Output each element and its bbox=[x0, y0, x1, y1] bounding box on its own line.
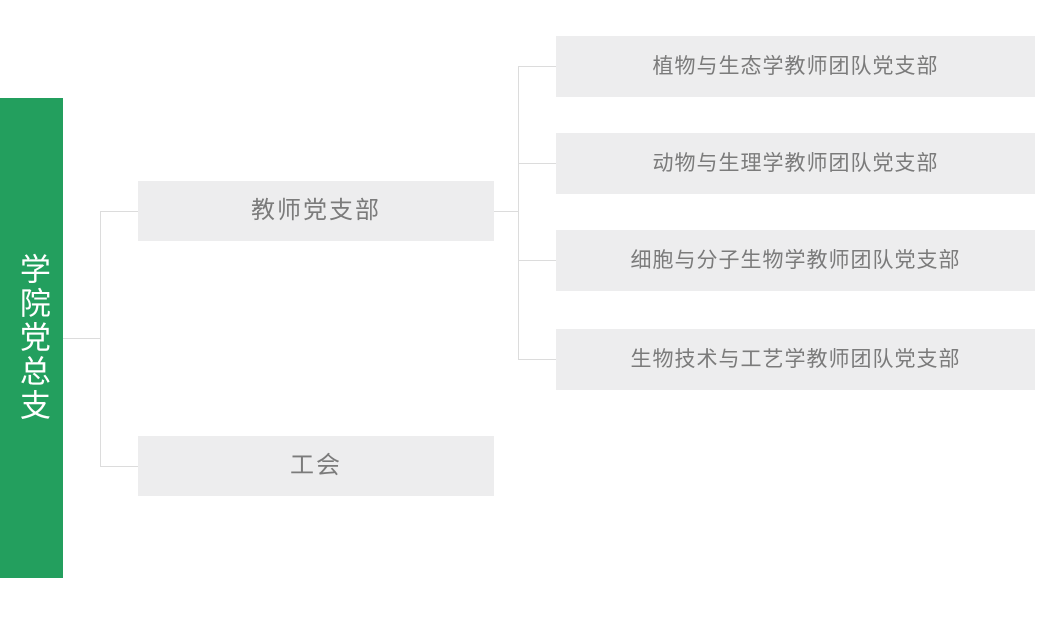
connector-spine-level2 bbox=[100, 211, 101, 467]
connector-spine-to-leaf-4 bbox=[518, 359, 556, 360]
connector-spine-to-leaf-2 bbox=[518, 163, 556, 164]
connector-spine-to-leaf-1 bbox=[518, 66, 556, 67]
node-biotechnology-branch[interactable]: 生物技术与工艺学教师团队党支部 bbox=[556, 329, 1035, 390]
root-node-label: 学院党总支 bbox=[14, 253, 50, 423]
node-animal-physiology-branch[interactable]: 动物与生理学教师团队党支部 bbox=[556, 133, 1035, 194]
node-plant-ecology-branch[interactable]: 植物与生态学教师团队党支部 bbox=[556, 36, 1035, 97]
connector-spine-to-teacher-branch bbox=[100, 211, 138, 212]
node-teacher-party-branch[interactable]: 教师党支部 bbox=[138, 181, 494, 241]
node-teacher-party-branch-label: 教师党支部 bbox=[251, 197, 381, 224]
node-plant-ecology-branch-label: 植物与生态学教师团队党支部 bbox=[652, 55, 939, 78]
connector-root-to-spine bbox=[63, 338, 101, 339]
node-cell-molecular-biology-branch[interactable]: 细胞与分子生物学教师团队党支部 bbox=[556, 230, 1035, 291]
node-biotechnology-branch-label: 生物技术与工艺学教师团队党支部 bbox=[630, 348, 961, 371]
node-labor-union-label: 工会 bbox=[290, 452, 342, 479]
node-labor-union[interactable]: 工会 bbox=[138, 436, 494, 496]
node-animal-physiology-branch-label: 动物与生理学教师团队党支部 bbox=[652, 152, 939, 175]
connector-spine-to-union bbox=[100, 466, 138, 467]
connector-teacher-branch-to-spine bbox=[494, 211, 518, 212]
root-node-party-branch[interactable]: 学院党总支 bbox=[0, 98, 63, 578]
connector-spine-level3 bbox=[518, 66, 519, 360]
connector-spine-to-leaf-3 bbox=[518, 260, 556, 261]
node-cell-molecular-biology-branch-label: 细胞与分子生物学教师团队党支部 bbox=[630, 249, 961, 272]
